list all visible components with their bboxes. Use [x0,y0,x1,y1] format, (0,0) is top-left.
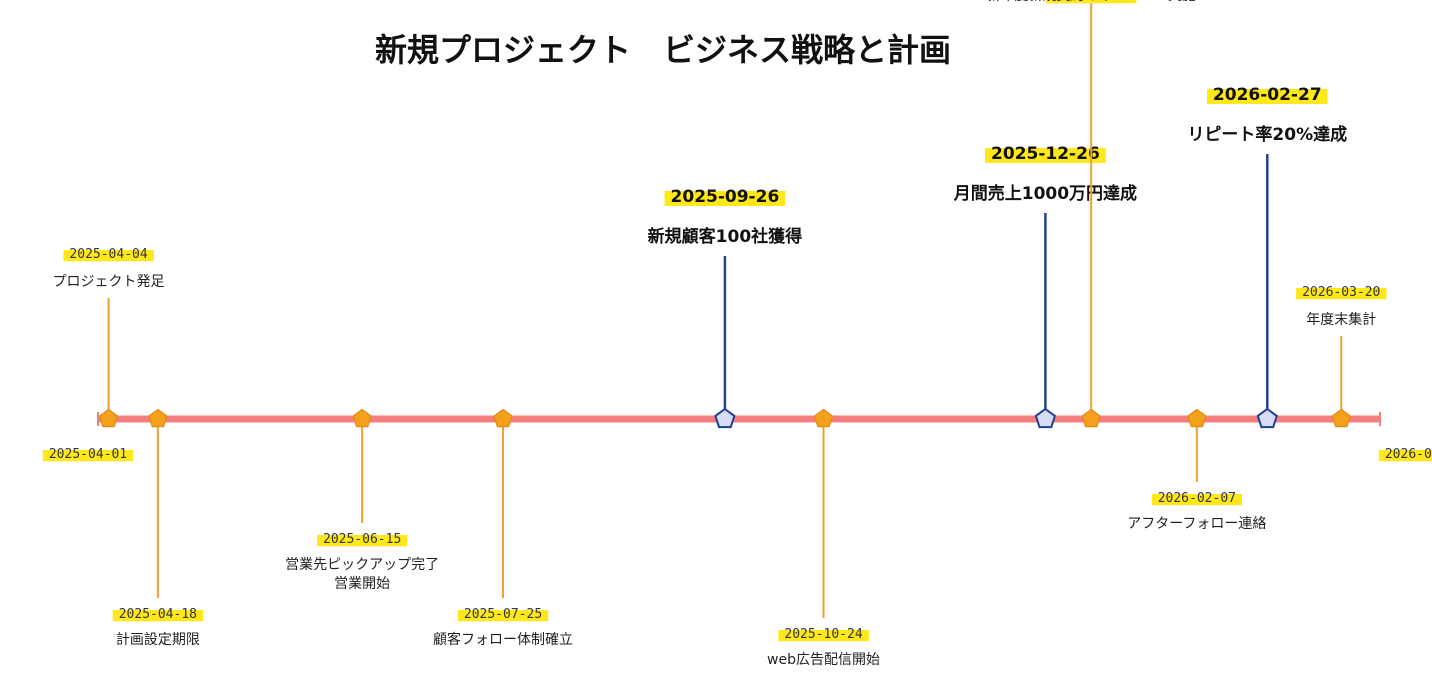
event-label-line: 新規顧客100社獲得 [648,226,803,247]
timeline-event: 2025-04-18 計画設定期限 [112,408,204,648]
event-label-line: 営業先ピックアップ完了 [285,557,439,573]
event-date-highlight [63,250,154,262]
event-date-group: 2025-12-26 [985,144,1106,164]
event-label-line: 営業開始 [334,576,390,592]
event-label-line: リピート率20%達成 [1187,124,1347,145]
page-title: 新規プロジェクト ビジネス戦略と計画 [375,31,951,69]
event-marker [813,408,834,428]
event-marker [1331,408,1352,428]
event-date-group: 2025-10-24 [778,627,869,642]
timeline-events-group: 2025-04-04プロジェクト発足2025-04-18計画設定期限2025-0… [53,0,1387,668]
event-label: 年度末集計 [1306,311,1376,328]
timeline-event: 2026-02-27 リピート率20%達成 [1187,85,1347,429]
timeline-event: 2026-02-07 アフターフォロー連絡 [1127,408,1266,532]
timeline-event: 2025-07-25 顧客フォロー体制確立 [433,408,573,648]
timeline-event: 2025-12-26 月間売上1000万円達成 [953,144,1137,429]
timeline-event: 2025-10-24 web広告配信開始 [767,408,880,668]
event-date-highlight [985,148,1106,163]
event-label: 月間売上1000万円達成 [953,183,1137,204]
event-label: アフターフォロー連絡 [1127,516,1266,532]
event-date-highlight [1296,288,1387,300]
event-label-line: 顧客フォロー体制確立 [433,631,573,648]
event-label-line: プロジェクト発足 [53,274,165,290]
timeline-event: 2026-03-20 年度末集計 [1296,285,1387,428]
event-date-highlight [457,610,549,622]
range-end-date-group: 2026-03-31 [1378,447,1432,462]
range-start-date-group: 2025-04-01 [42,447,134,462]
event-date-group: 2025-06-15 [317,532,408,547]
event-date: 2026-01-08 [1052,0,1130,4]
milestone-marker [1256,407,1278,429]
milestone-marker [714,407,736,429]
event-date: 2025-09-26 [671,187,780,207]
event-date-group: 2026-03-20 [1296,285,1387,300]
range-end-date-highlight [1378,450,1432,462]
event-date: 2025-04-04 [69,247,147,262]
event-date: 2025-10-24 [784,627,862,642]
event-date: 2026-02-27 [1213,85,1322,105]
event-label: リピート率20%達成 [1187,124,1347,145]
event-label: 新規顧客100社獲得 [648,226,803,247]
range-start-date-highlight [42,450,134,462]
event-date: 2025-06-15 [323,532,401,547]
range-end-date: 2026-03-31 [1385,447,1432,462]
event-date-highlight [1206,89,1328,104]
event-date-highlight [778,630,869,642]
event-date: 2025-07-25 [464,607,542,622]
event-label: 営業先ピックアップ完了営業開始 [285,557,439,592]
event-label-line: アフターフォロー連絡 [1127,516,1266,532]
timeline-axis-group: 2025-04-01 2026-03-31 [42,412,1432,462]
event-label-line: 年度末集計 [1306,311,1376,328]
event-date: 2026-03-20 [1302,285,1380,300]
event-date-highlight [1151,494,1242,506]
event-date-group: 2025-07-25 [457,607,549,622]
event-marker [1081,408,1101,428]
event-date-group: 2026-02-07 [1151,491,1242,506]
event-label-line: web広告配信開始 [767,652,880,668]
event-date-group: 2025-04-04 [63,247,154,262]
timeline-event: 2025-04-04 プロジェクト発足 [53,247,165,428]
event-date-group: 2026-01-08 [1046,0,1137,4]
event-date: 2025-12-26 [991,144,1100,164]
event-marker [98,408,119,428]
event-label-line: 月間売上1000万円達成 [953,183,1137,204]
event-marker [148,408,168,428]
event-date-group: 2025-04-18 [112,607,204,622]
event-label: プロジェクト発足 [53,274,165,290]
event-label: 新年度新規契約キャンペーン実施 [987,0,1196,4]
event-date-highlight [112,610,204,622]
timeline-event: 2025-06-15 営業先ピックアップ完了営業開始 [285,408,439,592]
event-date-highlight [317,535,408,547]
event-label: 顧客フォロー体制確立 [433,631,573,648]
event-marker [1187,408,1207,428]
range-start-date: 2025-04-01 [49,447,127,462]
event-label: web広告配信開始 [767,652,880,668]
event-date-group: 2025-09-26 [664,187,786,207]
event-label-line: 計画設定期限 [116,632,200,648]
timeline-event: 2026-01-08新年度新規契約キャンペーン実施 [987,0,1196,428]
event-marker [352,408,372,428]
event-marker [493,408,513,428]
timeline-event: 2025-09-26 新規顧客100社獲得 [648,187,803,429]
event-date-highlight [664,191,786,206]
event-date: 2025-04-18 [119,607,197,622]
event-label: 計画設定期限 [116,632,200,648]
event-date-highlight [1046,0,1137,4]
event-date: 2026-02-07 [1158,491,1236,506]
event-label-line: 新年度新規契約キャンペーン実施 [987,0,1196,4]
milestone-marker [1034,407,1057,429]
event-date-group: 2026-02-27 [1206,85,1328,105]
